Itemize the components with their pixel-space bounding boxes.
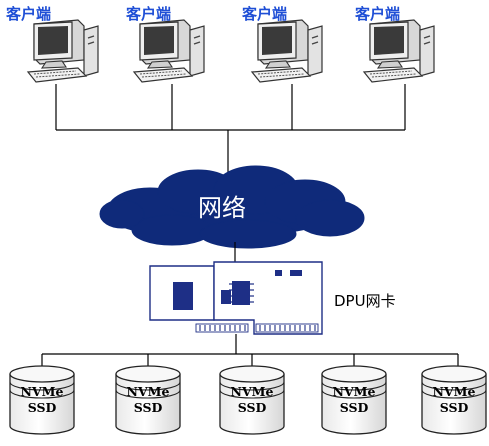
computer-icon xyxy=(363,19,435,83)
dpu-chip-left xyxy=(173,282,193,310)
ssd-1: NVMe SSD xyxy=(9,365,75,435)
dpu-board xyxy=(213,261,323,335)
ssd-label-line2: SSD xyxy=(340,400,369,415)
ssd-label-line2: SSD xyxy=(134,400,163,415)
computer-icon xyxy=(251,19,323,83)
dpu-label: DPU网卡 xyxy=(334,292,396,310)
ssd-label-line2: SSD xyxy=(28,400,57,415)
ssd-label-line1: NVMe xyxy=(127,384,170,399)
ssd-4: NVMe SSD xyxy=(321,365,387,435)
client-label: 客户端 xyxy=(241,5,287,23)
dpu-card: DPU网卡 xyxy=(149,261,396,335)
dpu-component xyxy=(290,270,302,276)
ssd-3: NVMe SSD xyxy=(219,365,285,435)
client-3: 客户端 xyxy=(241,5,323,83)
ssd-label-line1: NVMe xyxy=(21,384,64,399)
computer-icon xyxy=(133,19,205,83)
dpu-component xyxy=(275,270,282,276)
client-label: 客户端 xyxy=(354,5,400,23)
client-2: 客户端 xyxy=(125,5,205,83)
ssd-5: NVMe SSD xyxy=(421,365,487,435)
ssd-2: NVMe SSD xyxy=(115,365,181,435)
dpu-component xyxy=(221,290,231,304)
ssd-label-line1: NVMe xyxy=(231,384,274,399)
client-label: 客户端 xyxy=(5,5,51,23)
ssd-label-line1: NVMe xyxy=(433,384,476,399)
client-4: 客户端 xyxy=(354,5,435,83)
client-bus xyxy=(55,84,406,182)
network-label: 网络 xyxy=(198,194,246,222)
ssd-label-line1: NVMe xyxy=(333,384,376,399)
ssd-label-line2: SSD xyxy=(440,400,469,415)
network-cloud: 网络 xyxy=(99,165,365,249)
client-1: 客户端 xyxy=(5,5,99,83)
dpu-pcie-connector xyxy=(195,323,319,333)
dpu-main-chip xyxy=(232,281,250,305)
ssd-bus xyxy=(41,334,459,366)
client-label: 客户端 xyxy=(125,5,171,23)
ssd-label-line2: SSD xyxy=(238,400,267,415)
computer-icon xyxy=(27,19,99,83)
